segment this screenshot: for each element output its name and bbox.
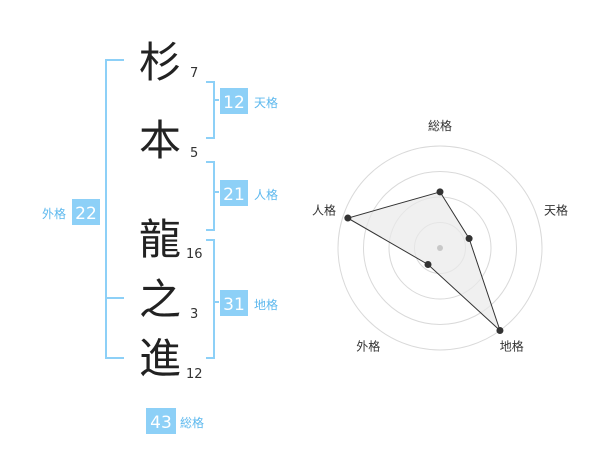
radar-polygon (346, 191, 501, 331)
chikaku-badge: 31 (220, 290, 248, 316)
name-structure: 杉 本 龍 之 進 7 5 16 3 12 12 天格 21 人格 31 地格 … (42, 38, 278, 434)
name-char-4: 之 (139, 275, 181, 324)
gaikaku-badge: 22 (72, 199, 100, 225)
chikaku-bracket (206, 239, 219, 359)
name-char-1: 杉 (139, 38, 181, 87)
radar-center-dot (437, 245, 443, 251)
radar-axis-label-3: 地格 (500, 339, 524, 354)
jinkaku-bracket (206, 161, 219, 231)
jinkaku-value: 21 (223, 185, 245, 205)
soukaku-label: 総格 (180, 415, 204, 430)
tenkaku-bracket (206, 81, 219, 139)
stroke-count-1: 7 (190, 66, 198, 81)
gaikaku-value: 22 (75, 204, 97, 224)
soukaku-badge: 43 (146, 408, 176, 434)
radar-axis-label-2: 天格 (544, 202, 568, 217)
chikaku-value: 31 (223, 295, 245, 315)
radar-axis-label-1: 総格 (428, 118, 452, 133)
jinkaku-label: 人格 (254, 187, 278, 202)
outer-bracket (105, 59, 124, 359)
radar-axis-label-5: 人格 (312, 202, 336, 217)
stroke-count-2: 5 (190, 146, 198, 161)
tenkaku-badge: 12 (220, 88, 248, 114)
radar-point-4 (424, 261, 432, 269)
radar-points (344, 188, 504, 335)
stroke-count-3: 16 (186, 247, 203, 262)
gaikaku-label: 外格 (42, 206, 66, 221)
tenkaku-label: 天格 (254, 95, 278, 110)
stroke-count-4: 3 (190, 307, 198, 322)
stroke-count-5: 12 (186, 367, 203, 382)
radar-point-3 (496, 327, 504, 335)
chikaku-label: 地格 (254, 297, 278, 312)
jinkaku-badge: 21 (220, 180, 248, 206)
tenkaku-value: 12 (223, 93, 245, 113)
radar-ring-4 (337, 145, 543, 351)
radar-axis-label-4: 外格 (356, 339, 380, 354)
name-char-2: 本 (139, 116, 181, 165)
name-char-5: 進 (139, 334, 181, 383)
soukaku-value: 43 (150, 413, 172, 433)
name-char-3: 龍 (139, 215, 181, 264)
radar-point-1 (436, 188, 444, 196)
radar-point-5 (344, 214, 352, 222)
radar-ring-3 (363, 171, 517, 325)
radar-point-2 (465, 235, 473, 243)
